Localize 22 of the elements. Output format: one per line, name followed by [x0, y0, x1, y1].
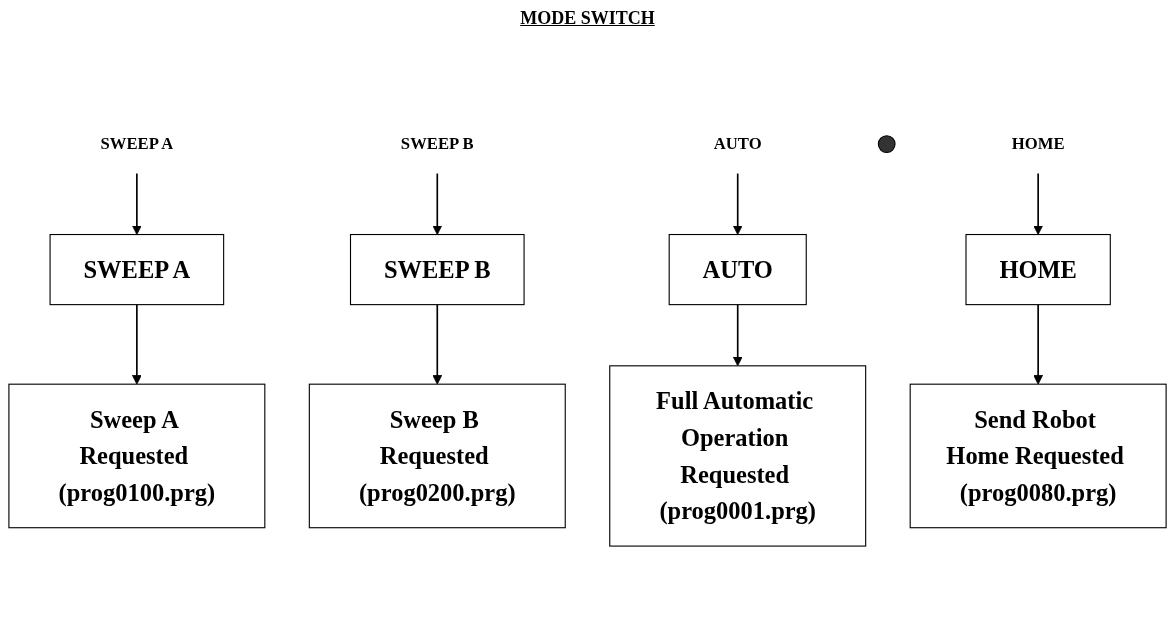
node-box: HOME: [965, 233, 1111, 306]
node-box: Sweep B Requested (prog0200.prg): [308, 383, 566, 529]
node-text: HOME: [1011, 134, 1065, 153]
node-text: AUTO: [713, 134, 762, 153]
arrow: [732, 172, 743, 235]
node-circle: [877, 135, 896, 154]
arrow: [131, 172, 142, 235]
node-box: Sweep A Requested (prog0100.prg): [8, 383, 266, 529]
arrow: [432, 303, 443, 385]
diagram-title: MODE SWITCH: [519, 8, 656, 29]
node-box: AUTO: [668, 233, 807, 306]
arrow: [732, 303, 743, 367]
node-text: SWEEP B: [400, 134, 474, 153]
node-text: SWEEP A: [100, 134, 174, 153]
node-box: Full Automatic Operation Requested (prog0001.prg): [609, 365, 867, 547]
node-box: SWEEP B: [349, 233, 525, 306]
arrow: [432, 172, 443, 235]
node-box: SWEEP A: [49, 233, 225, 306]
arrow: [1033, 303, 1044, 385]
arrow: [1033, 172, 1044, 235]
node-box: Send Robot Home Requested (prog0080.prg): [909, 383, 1167, 529]
arrow: [131, 303, 142, 385]
